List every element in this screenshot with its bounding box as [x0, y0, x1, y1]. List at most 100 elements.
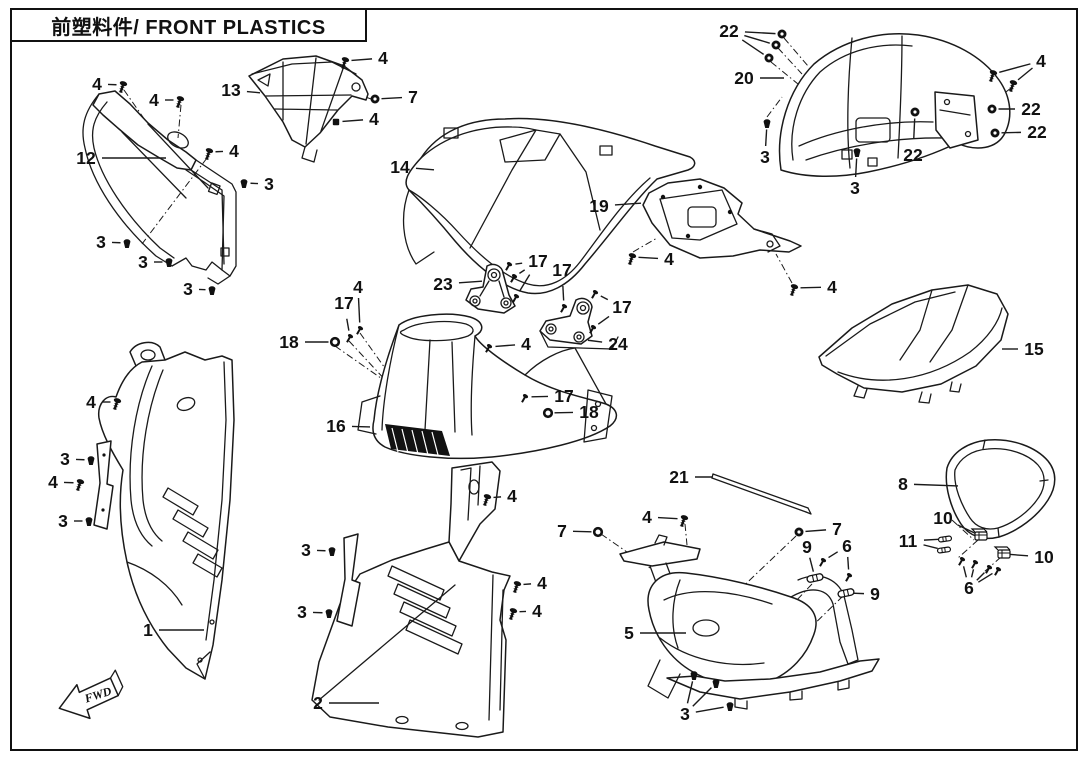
callout-label-7: 7: [832, 519, 842, 539]
fastener-screwS-icon: [510, 274, 518, 283]
callout-label-3: 3: [183, 279, 193, 299]
callout-label-4: 4: [664, 249, 674, 269]
leader-line: [519, 269, 526, 274]
callout-label-4: 4: [1036, 51, 1046, 71]
leader-line: [828, 551, 839, 559]
callout-label-3: 3: [264, 174, 274, 194]
leader-line: [381, 96, 403, 100]
leader-line: [977, 572, 993, 583]
fastener-grommet-icon: [592, 526, 604, 538]
leader-line: [923, 544, 938, 550]
callout-label-10: 10: [1034, 547, 1054, 567]
fastener-rivet-icon: [85, 517, 93, 526]
leader-line: [1010, 553, 1029, 557]
callout-label-4: 4: [827, 277, 837, 297]
callout-label-24: 24: [608, 334, 628, 354]
fastener-rivet-icon: [208, 286, 216, 295]
fastener-screw-icon: [175, 96, 185, 108]
part-20-drawing: [778, 33, 1011, 177]
callout-label-4: 4: [521, 334, 531, 354]
callout-label-7: 7: [557, 521, 567, 541]
leader-line: [572, 530, 592, 533]
leader-line: [614, 202, 642, 206]
fwd-arrow: FWD: [58, 669, 124, 720]
callout-label-4: 4: [229, 141, 239, 161]
fastener-clipnut-icon: [837, 588, 855, 598]
leader-line: [962, 566, 968, 578]
fastener-rivet-icon: [165, 258, 173, 267]
leader-line: [357, 297, 361, 323]
fastener-clip-icon: [970, 528, 988, 541]
callout-label-14: 14: [390, 157, 410, 177]
callout-label-17: 17: [528, 251, 547, 271]
leader-line: [692, 687, 712, 707]
leader-line: [495, 344, 516, 348]
diagram-title: 前塑料件/ FRONT PLASTICS: [51, 16, 326, 39]
fastener-screw-icon: [112, 398, 122, 410]
fastener-screw-icon: [679, 515, 689, 527]
leader-line: [597, 315, 610, 325]
leader-line: [638, 256, 659, 260]
leader-line: [744, 34, 770, 44]
callout-label-4: 4: [507, 486, 517, 506]
fastener-grommet-icon: [329, 336, 341, 348]
callout-label-6: 6: [964, 578, 974, 598]
fastener-rivet-icon: [690, 671, 698, 680]
callout-label-17: 17: [554, 386, 573, 406]
leader-line: [999, 63, 1031, 73]
leader-line: [741, 39, 765, 55]
callout-label-3: 3: [680, 704, 690, 724]
leader-line: [515, 262, 523, 265]
part-13-drawing: [248, 55, 369, 163]
leader-line: [587, 339, 603, 343]
leader-line: [342, 119, 364, 123]
fastener-screw-icon: [340, 57, 350, 69]
callout-label-16: 16: [326, 416, 346, 436]
callout-label-23: 23: [433, 274, 453, 294]
leader-line: [562, 285, 565, 301]
callout-label-20: 20: [734, 68, 754, 88]
leader-line: [913, 118, 916, 140]
callout-label-3: 3: [138, 252, 148, 272]
callout-label-21: 21: [669, 467, 689, 487]
fastener-screw-icon: [627, 253, 637, 265]
part-5-drawing: [619, 534, 880, 710]
part-2-drawing: [311, 461, 511, 738]
leader-line: [657, 516, 678, 520]
leader-line: [351, 425, 371, 428]
fastener-clipnut-icon: [806, 573, 824, 583]
callout-label-22: 22: [719, 21, 739, 41]
callout-label-3: 3: [58, 511, 68, 531]
leader-line: [346, 318, 350, 331]
callout-label-8: 8: [898, 474, 908, 494]
callout-label-4: 4: [532, 601, 542, 621]
callout-label-4: 4: [92, 74, 102, 94]
callout-label-4: 4: [149, 90, 159, 110]
callout-label-3: 3: [297, 602, 307, 622]
fastener-screwS-icon: [994, 567, 1002, 576]
fastener-screw-icon: [118, 81, 128, 93]
fastener-rivet-icon: [123, 239, 131, 248]
fastener-pin-icon: [936, 546, 952, 554]
part-21-drawing: [711, 473, 812, 515]
fastener-plug-icon: [771, 40, 781, 50]
callout-label-13: 13: [221, 80, 241, 100]
fastener-plug-icon: [990, 128, 1000, 138]
fastener-screwS-icon: [356, 326, 364, 335]
fastener-screwS-icon: [589, 325, 597, 334]
fastener-screw-icon: [204, 148, 214, 160]
fastener-rivet-icon: [763, 119, 771, 128]
callout-label-4: 4: [369, 109, 379, 129]
part-15-drawing: [818, 284, 1009, 404]
diagram-title-box: 前塑料件/ FRONT PLASTICS: [10, 8, 367, 42]
callout-label-18: 18: [279, 332, 299, 352]
leader-line: [351, 58, 373, 62]
part-8-drawing: [945, 438, 1056, 540]
fastener-grommet-icon: [542, 407, 554, 419]
fastener-screwS-icon: [560, 304, 568, 313]
fastener-screw-icon: [1008, 80, 1018, 92]
callout-label-4: 4: [353, 277, 363, 297]
callout-label-22: 22: [1021, 99, 1041, 119]
